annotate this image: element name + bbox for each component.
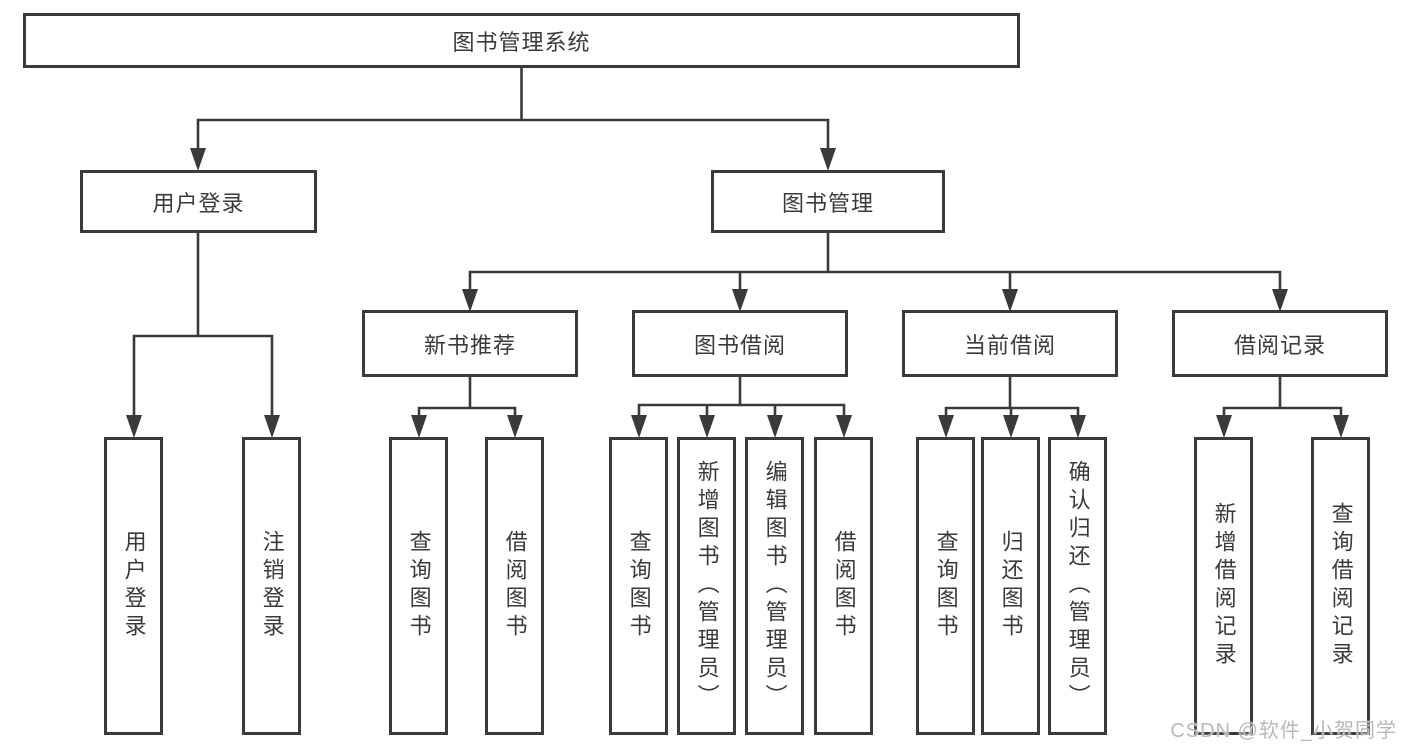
leaf-confirm-return-admin-label: 确认归还（管理员） (1065, 460, 1091, 712)
leaf-borrow-books-2: 借阅图书 (814, 437, 873, 735)
leaf-add-book-admin: 新增图书（管理员） (677, 437, 736, 735)
leaf-query-books-recommend: 查询图书 (389, 437, 448, 735)
leaf-edit-book-admin: 编辑图书（管理员） (745, 437, 804, 735)
leaf-query-books-borrow-label: 查询图书 (626, 530, 652, 642)
node-root: 图书管理系统 (23, 13, 1020, 68)
leaf-query-borrow-record: 查询借阅记录 (1311, 437, 1370, 735)
node-new-book-recommend: 新书推荐 (362, 310, 578, 377)
leaf-edit-book-admin-label: 编辑图书（管理员） (762, 460, 788, 712)
leaf-query-books-recommend-label: 查询图书 (406, 530, 432, 642)
leaf-confirm-return-admin: 确认归还（管理员） (1048, 437, 1107, 735)
leaf-user-login-label: 用户登录 (121, 530, 147, 642)
leaf-return-book-label: 归还图书 (998, 530, 1024, 642)
leaf-logout: 注销登录 (242, 437, 301, 735)
node-book-borrow: 图书借阅 (632, 310, 848, 377)
leaf-borrow-books-recommend-label: 借阅图书 (502, 530, 528, 642)
leaf-add-book-admin-label: 新增图书（管理员） (694, 460, 720, 712)
leaf-add-borrow-record: 新增借阅记录 (1194, 437, 1253, 735)
leaf-return-book: 归还图书 (981, 437, 1040, 735)
leaf-borrow-books-recommend: 借阅图书 (485, 437, 544, 735)
leaf-borrow-books-2-label: 借阅图书 (831, 530, 857, 642)
leaf-query-borrow-record-label: 查询借阅记录 (1328, 502, 1354, 670)
watermark: CSDN @软件_小贺同学 (1170, 720, 1397, 742)
leaf-logout-label: 注销登录 (259, 530, 285, 642)
leaf-query-books-borrow: 查询图书 (609, 437, 668, 735)
node-current-borrow: 当前借阅 (902, 310, 1118, 377)
node-book-management: 图书管理 (711, 170, 945, 233)
leaf-query-books-current: 查询图书 (916, 437, 975, 735)
node-borrow-records: 借阅记录 (1172, 310, 1388, 377)
leaf-user-login: 用户登录 (104, 437, 163, 735)
leaf-add-borrow-record-label: 新增借阅记录 (1211, 502, 1237, 670)
leaf-query-books-current-label: 查询图书 (933, 530, 959, 642)
node-user-login: 用户登录 (80, 170, 317, 233)
